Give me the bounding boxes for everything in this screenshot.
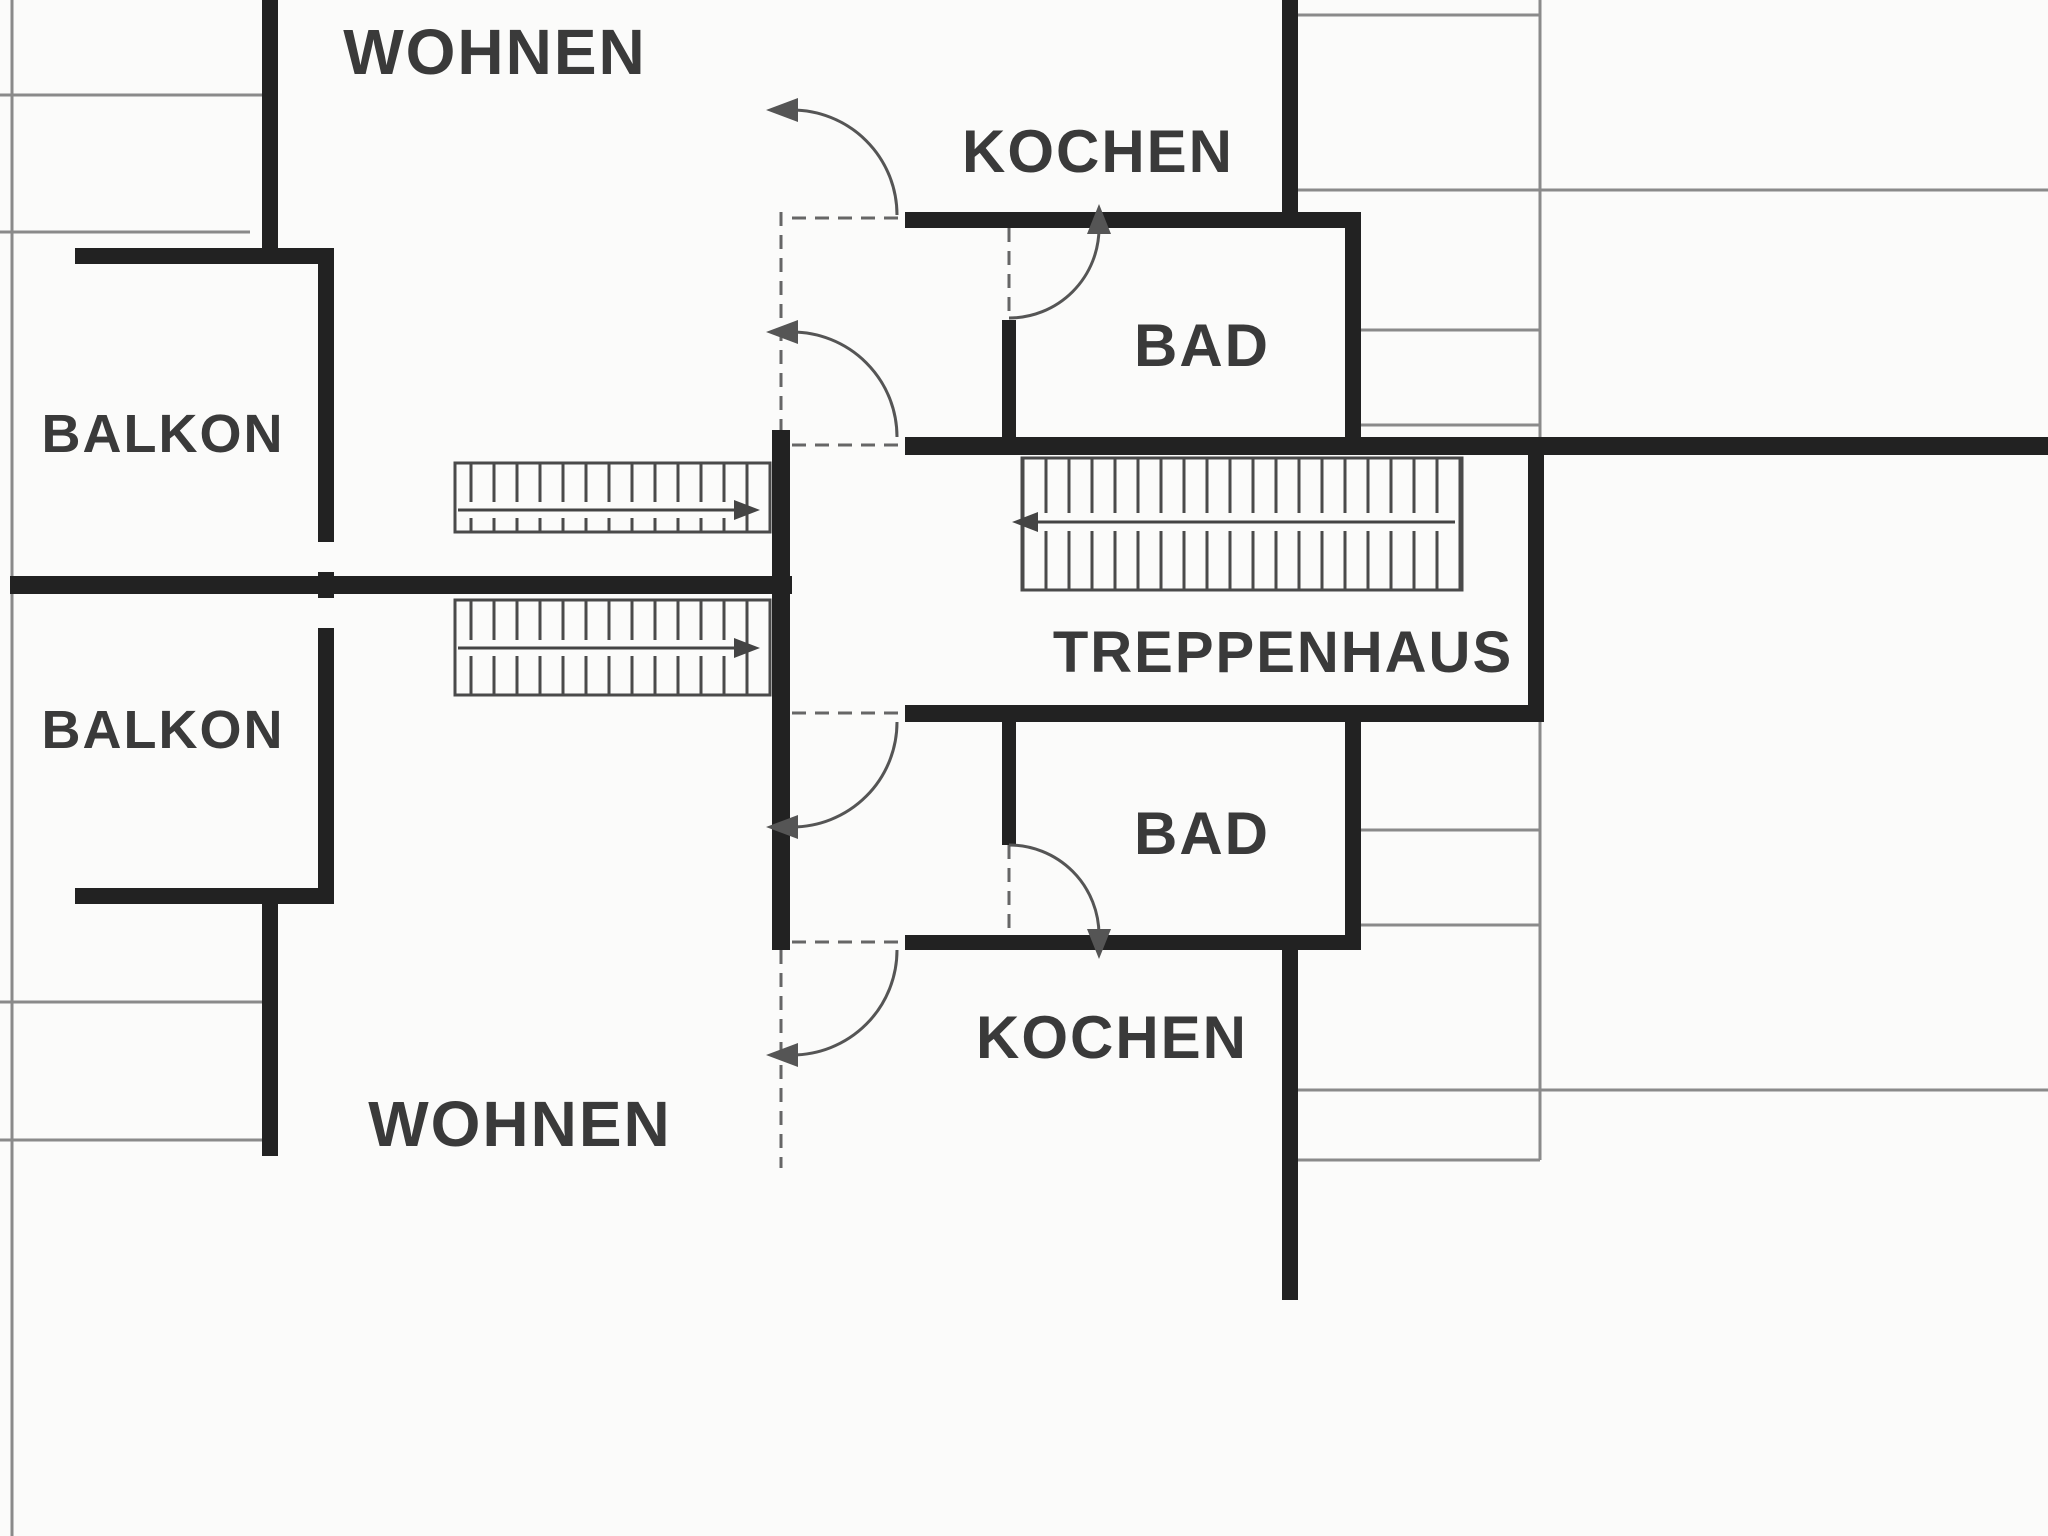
- wall: [1282, 0, 1298, 212]
- wall: [75, 888, 334, 904]
- wall: [1002, 722, 1016, 845]
- door-arrow: [766, 1043, 798, 1067]
- wall: [318, 588, 334, 904]
- stair-direction-arrow: [734, 638, 760, 658]
- walls: [10, 0, 2048, 1300]
- room-label-balkon-top: BALKON: [42, 404, 285, 464]
- dashed-openings: [779, 212, 1011, 1168]
- wall: [905, 212, 1360, 228]
- wall-openings: [316, 542, 336, 628]
- wall: [1345, 722, 1361, 950]
- stair-direction-arrow: [734, 500, 760, 520]
- room-label-kochen-top: KOCHEN: [962, 118, 1234, 185]
- wall-opening: [316, 542, 336, 572]
- room-label-kochen-bottom: KOCHEN: [976, 1004, 1248, 1071]
- room-label-wohnen-top: WOHNEN: [343, 16, 647, 88]
- wall: [772, 430, 790, 950]
- wall: [262, 0, 278, 252]
- wall: [1282, 950, 1298, 1300]
- door-arrow: [1087, 929, 1111, 959]
- door-arrow: [766, 815, 798, 839]
- door-arrow: [766, 320, 798, 344]
- door-swing-arc: [1008, 843, 1101, 936]
- room-label-balkon-bottom: BALKON: [42, 700, 285, 760]
- door-arrow: [766, 98, 798, 122]
- stairs: [453, 456, 1464, 697]
- wall: [10, 576, 792, 594]
- door-swing-arc: [791, 949, 899, 1057]
- wall: [905, 705, 1544, 722]
- room-label-bad-bottom: BAD: [1134, 800, 1270, 867]
- wall: [262, 904, 278, 1156]
- door-swing-arc: [791, 721, 899, 829]
- door-swing-arc: [791, 108, 899, 216]
- stair-direction-arrow: [1012, 512, 1038, 532]
- door-arrow: [1087, 204, 1111, 234]
- wall: [318, 248, 334, 588]
- door-swings: [791, 108, 1101, 1057]
- room-labels: WOHNEN KOCHEN BAD BALKON TREPPENHAUS BAL…: [42, 16, 1513, 1160]
- room-label-wohnen-bottom: WOHNEN: [368, 1088, 672, 1160]
- wall: [1002, 320, 1016, 437]
- wall: [1345, 212, 1361, 437]
- wall: [75, 248, 334, 264]
- room-label-bad-top: BAD: [1134, 312, 1270, 379]
- wall: [905, 935, 1360, 950]
- door-swing-arc: [1008, 227, 1101, 320]
- wall: [1528, 455, 1544, 722]
- wall: [905, 437, 2048, 455]
- door-swing-arrows: [766, 98, 1111, 1067]
- stair-flight-upper-left: [453, 461, 772, 534]
- door-swing-arc: [791, 330, 899, 438]
- room-label-treppenhaus: TREPPENHAUS: [1053, 620, 1513, 685]
- wall-opening: [316, 598, 336, 628]
